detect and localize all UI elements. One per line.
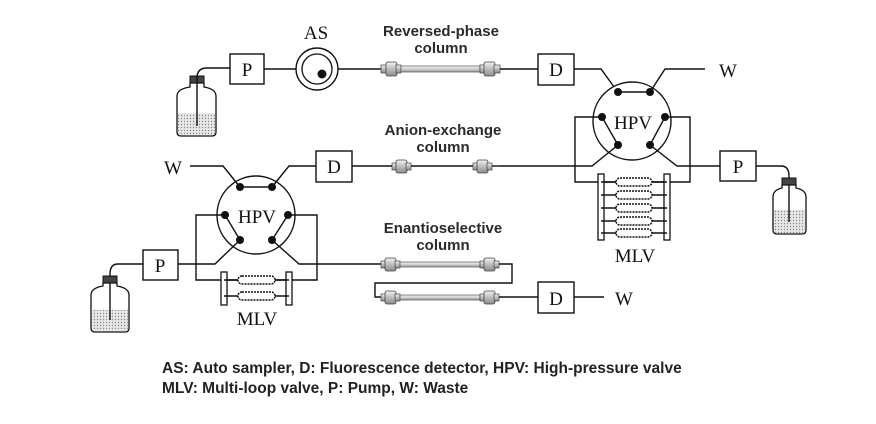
- detector-3: D: [537, 281, 575, 314]
- hpv-left: HPV W: [164, 158, 381, 281]
- legend: AS: Auto sampler, D: Fluorescence detect…: [162, 359, 682, 399]
- mlv-right: MLV: [597, 173, 671, 267]
- solvent-bottle-2: [756, 165, 807, 235]
- hpv-left-label: HPV: [238, 207, 276, 228]
- detector-2: D: [315, 150, 353, 183]
- detector-2-label: D: [327, 157, 341, 178]
- mlv-left: MLV: [220, 271, 293, 330]
- autosampler: AS: [295, 23, 339, 91]
- solvent-bottle-1: [176, 67, 230, 137]
- mlv-right-loops: [601, 177, 667, 238]
- legend-line-2: MLV: Multi-loop valve, P: Pump, W: Waste: [162, 380, 469, 397]
- pump-3-label: P: [155, 256, 166, 277]
- top-line: P AS Reversed-phase column D: [176, 23, 618, 137]
- pump-3: P: [142, 249, 179, 281]
- es-column-label-1: Enantioselective: [384, 220, 502, 237]
- legend-line-1: AS: Auto sampler, D: Fluorescence detect…: [162, 360, 682, 377]
- detector-3-label: D: [549, 289, 563, 310]
- rp-column-label-1: Reversed-phase: [383, 23, 499, 40]
- ax-column-label-1: Anion-exchange: [385, 122, 502, 139]
- anion-exchange-column: Anion-exchange column: [385, 122, 502, 174]
- mlv-left-label: MLV: [237, 309, 278, 330]
- pump-1: P: [229, 53, 265, 85]
- pump-2: P: [719, 150, 757, 182]
- solvent-bottle-3: [90, 263, 143, 333]
- waste-3-label: W: [615, 289, 633, 310]
- autosampler-label: AS: [304, 23, 328, 44]
- rp-column-label-2: column: [414, 40, 467, 57]
- waste-1-label: W: [719, 61, 737, 82]
- mlv-right-label: MLV: [615, 246, 656, 267]
- pump-1-label: P: [242, 60, 253, 81]
- es-column-label-2: column: [416, 237, 469, 254]
- enantioselective-column: Enantioselective column: [374, 220, 513, 305]
- detector-1-label: D: [549, 60, 563, 81]
- waste-2-label: W: [164, 158, 182, 179]
- reversed-phase-column: Reversed-phase column: [380, 23, 501, 77]
- detector-1: D: [537, 53, 575, 86]
- hpv-right-label: HPV: [614, 113, 652, 134]
- hpv-right: HPV W: [500, 61, 737, 183]
- ax-column-label-2: column: [416, 139, 469, 156]
- pump-2-label: P: [733, 157, 744, 178]
